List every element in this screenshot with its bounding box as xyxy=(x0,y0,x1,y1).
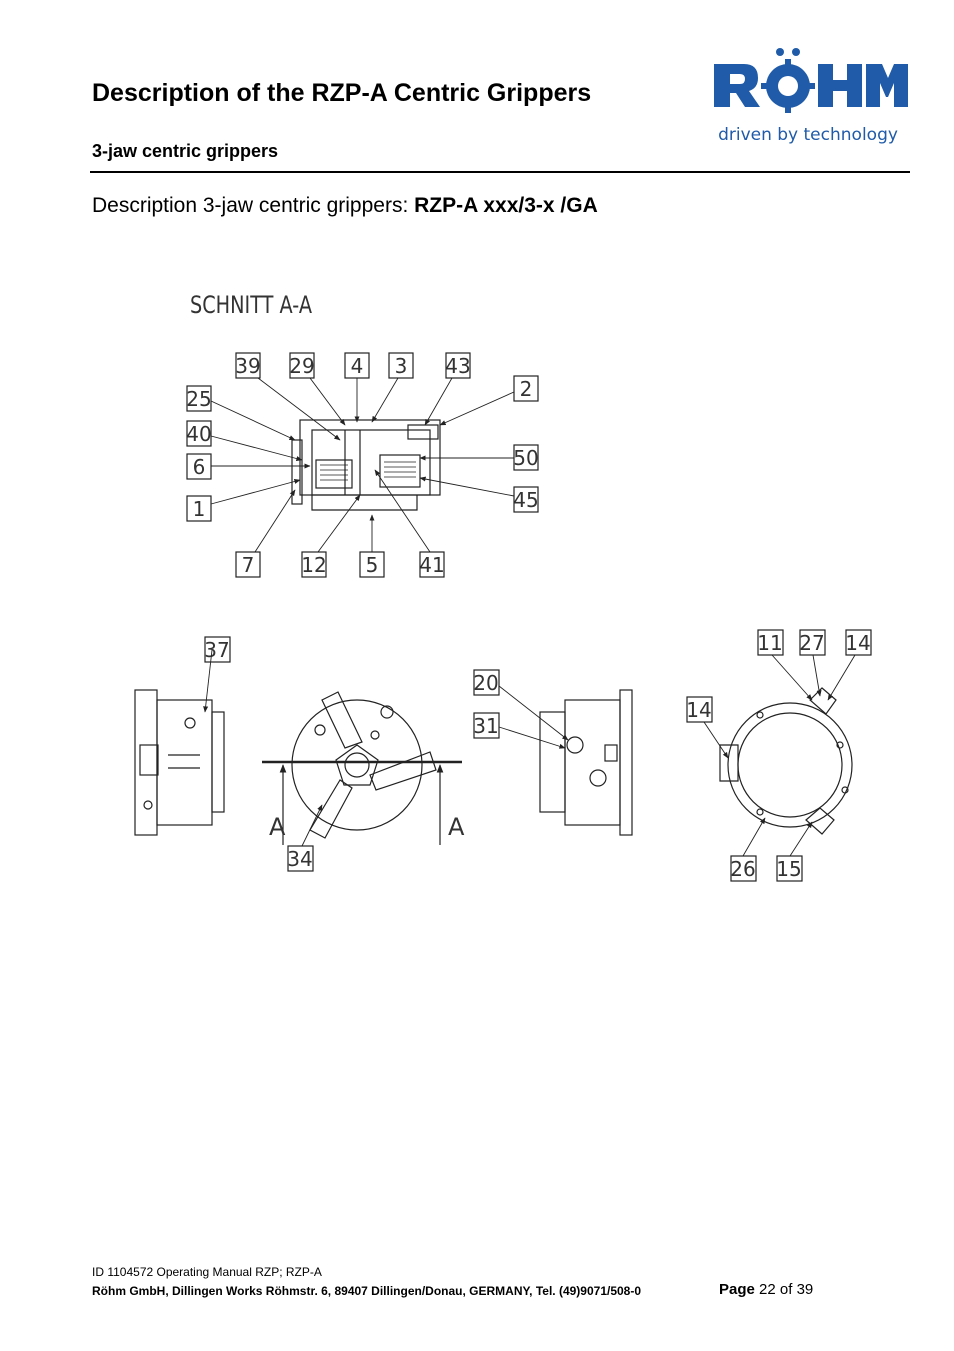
page-current: 22 xyxy=(759,1281,776,1298)
callout-29: 29 xyxy=(289,354,314,378)
page-subtitle: 3-jaw centric grippers xyxy=(92,141,279,161)
callout-14-top: 14 xyxy=(845,631,870,655)
callout-40: 40 xyxy=(186,422,211,446)
callout-31: 31 xyxy=(473,714,498,738)
side-view-left xyxy=(134,649,225,836)
callout-6: 6 xyxy=(193,455,206,479)
page-total: 39 xyxy=(796,1281,814,1298)
callout-50: 50 xyxy=(513,446,538,470)
callout-26: 26 xyxy=(730,857,755,881)
description-line: Description 3-jaw centric grippers: RZP-… xyxy=(92,194,598,218)
callout-12: 12 xyxy=(301,553,326,577)
callout-15: 15 xyxy=(776,857,801,881)
front-view: A A xyxy=(262,691,465,847)
callout-2: 2 xyxy=(520,377,533,401)
callout-11: 11 xyxy=(757,631,782,655)
footer-company: Röhm GmbH, Dillingen Works Röhmstr. 6, 8… xyxy=(92,1284,642,1298)
section-leaders xyxy=(210,377,515,553)
description-prefix: Description 3-jaw centric grippers: xyxy=(92,194,415,217)
callout-5: 5 xyxy=(366,553,379,577)
view-callouts: 37 20 31 34 11 27 14 14 26 15 xyxy=(204,629,872,882)
callout-4: 4 xyxy=(351,354,364,378)
callout-25: 25 xyxy=(186,387,211,411)
rohm-logo: driven by technology xyxy=(706,44,910,148)
side-view-right xyxy=(498,685,633,836)
callout-14-left: 14 xyxy=(686,698,711,722)
callout-37: 37 xyxy=(204,638,229,662)
callout-43: 43 xyxy=(445,354,470,378)
section-view xyxy=(291,419,441,511)
callout-34: 34 xyxy=(287,847,312,871)
callout-7: 7 xyxy=(242,553,255,577)
callout-39: 39 xyxy=(235,354,260,378)
page-number: Page 22 of 39 xyxy=(719,1281,813,1298)
page-of: of xyxy=(779,1281,793,1298)
logo-tagline: driven by technology xyxy=(718,125,898,145)
page-title: Description of the RZP-A Centric Gripper… xyxy=(92,79,592,107)
callout-41: 41 xyxy=(419,553,444,577)
section-callouts: 39 29 4 3 43 2 25 40 6 1 50 45 7 12 5 41 xyxy=(186,352,539,578)
callout-27: 27 xyxy=(799,631,824,655)
model-designation: RZP-A xxx/3-x /GA xyxy=(414,194,598,217)
footer-doc-id: ID 1104572 Operating Manual RZP; RZP-A xyxy=(92,1265,322,1279)
callout-3: 3 xyxy=(395,354,408,378)
section-marker-right: A xyxy=(448,813,465,841)
section-title: SCHNITT A-A xyxy=(190,291,312,319)
callout-1: 1 xyxy=(193,497,206,521)
section-marker-left: A xyxy=(269,813,286,841)
page-word: Page xyxy=(719,1281,755,1298)
header-divider xyxy=(90,171,910,173)
callout-45: 45 xyxy=(513,488,538,512)
back-view xyxy=(703,654,856,857)
callout-20: 20 xyxy=(473,671,498,695)
